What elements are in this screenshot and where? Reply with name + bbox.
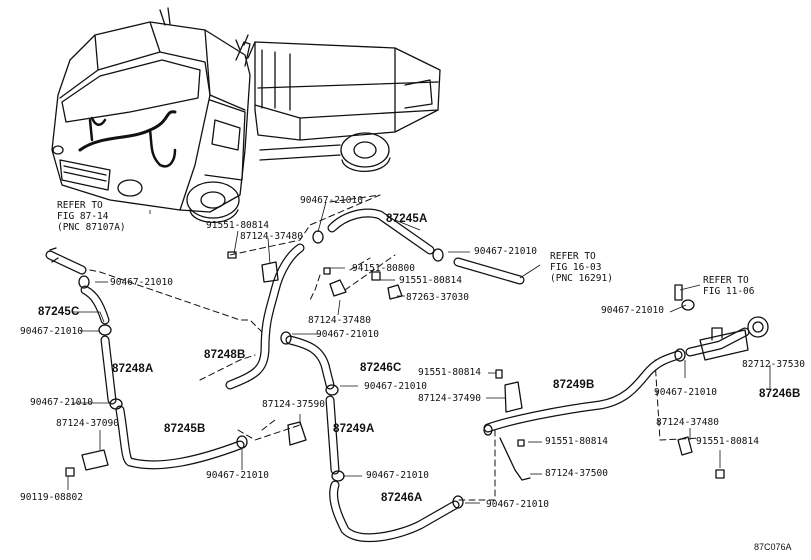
part-91551-b: 91551-80814 xyxy=(399,275,462,286)
part-87249b: 87249B xyxy=(553,379,595,391)
part-87245b: 87245B xyxy=(164,423,206,435)
part-90467-e: 90467-21010 xyxy=(316,329,379,340)
part-87124-37480-a: 87124-37480 xyxy=(240,231,303,242)
part-90467-k: 90467-21010 xyxy=(601,305,664,316)
part-87248a: 87248A xyxy=(112,363,154,375)
part-90467-l: 90467-21010 xyxy=(654,387,717,398)
part-90467-c: 90467-21010 xyxy=(110,277,173,288)
part-87246a: 87246A xyxy=(381,492,423,504)
part-82712: 82712-37530 xyxy=(742,359,805,370)
part-87263: 87263-37030 xyxy=(406,292,469,303)
part-90467-i: 90467-21010 xyxy=(366,470,429,481)
part-87246c: 87246C xyxy=(360,362,402,374)
ref-1-line-2: FIG 87-14 xyxy=(57,211,109,222)
part-87124-37090: 87124-37090 xyxy=(56,418,119,429)
ref-3-line-1: REFER TO xyxy=(703,275,749,286)
part-91551-c: 91551-80814 xyxy=(418,367,481,378)
part-90467-f: 90467-21010 xyxy=(364,381,427,392)
part-90467-d: 90467-21010 xyxy=(20,326,83,337)
part-87245a: 87245A xyxy=(386,213,428,225)
part-91551-a: 91551-80814 xyxy=(206,220,269,231)
part-87245c: 87245C xyxy=(38,306,80,318)
part-87124-37480-c: 87124-37480 xyxy=(656,417,719,428)
part-87248b: 87248B xyxy=(204,349,246,361)
diagram-code: 87C076A xyxy=(754,542,792,552)
part-90467-b: 90467-21010 xyxy=(474,246,537,257)
part-90467-a: 90467-21010 xyxy=(300,195,363,206)
part-87124-37590: 87124-37590 xyxy=(262,399,325,410)
part-87124-37490: 87124-37490 xyxy=(418,393,481,404)
ref-2-line-2: FIG 16-03 xyxy=(550,262,602,273)
part-87124-37480-b: 87124-37480 xyxy=(308,315,371,326)
part-87124-37500: 87124-37500 xyxy=(545,468,608,479)
part-94151: 94151-80800 xyxy=(352,263,415,274)
ref-1-line-1: REFER TO xyxy=(57,200,103,211)
part-91551-e: 91551-80814 xyxy=(696,436,759,447)
part-90467-h: 90467-21010 xyxy=(206,470,269,481)
part-91551-d: 91551-80814 xyxy=(545,436,608,447)
ref-1-line-3: (PNC 87107A) xyxy=(57,222,126,233)
part-90467-j: 90467-21010 xyxy=(486,499,549,510)
ref-2-line-1: REFER TO xyxy=(550,251,596,262)
part-87249a: 87249A xyxy=(333,423,375,435)
part-90119: 90119-08802 xyxy=(20,492,83,503)
part-90467-g: 90467-21010 xyxy=(30,397,93,408)
truck-illustration xyxy=(51,7,441,223)
ref-2-line-3: (PNC 16291) xyxy=(550,273,613,284)
ref-3-line-2: FIG 11-06 xyxy=(703,286,755,297)
part-87246b: 87246B xyxy=(759,388,801,400)
